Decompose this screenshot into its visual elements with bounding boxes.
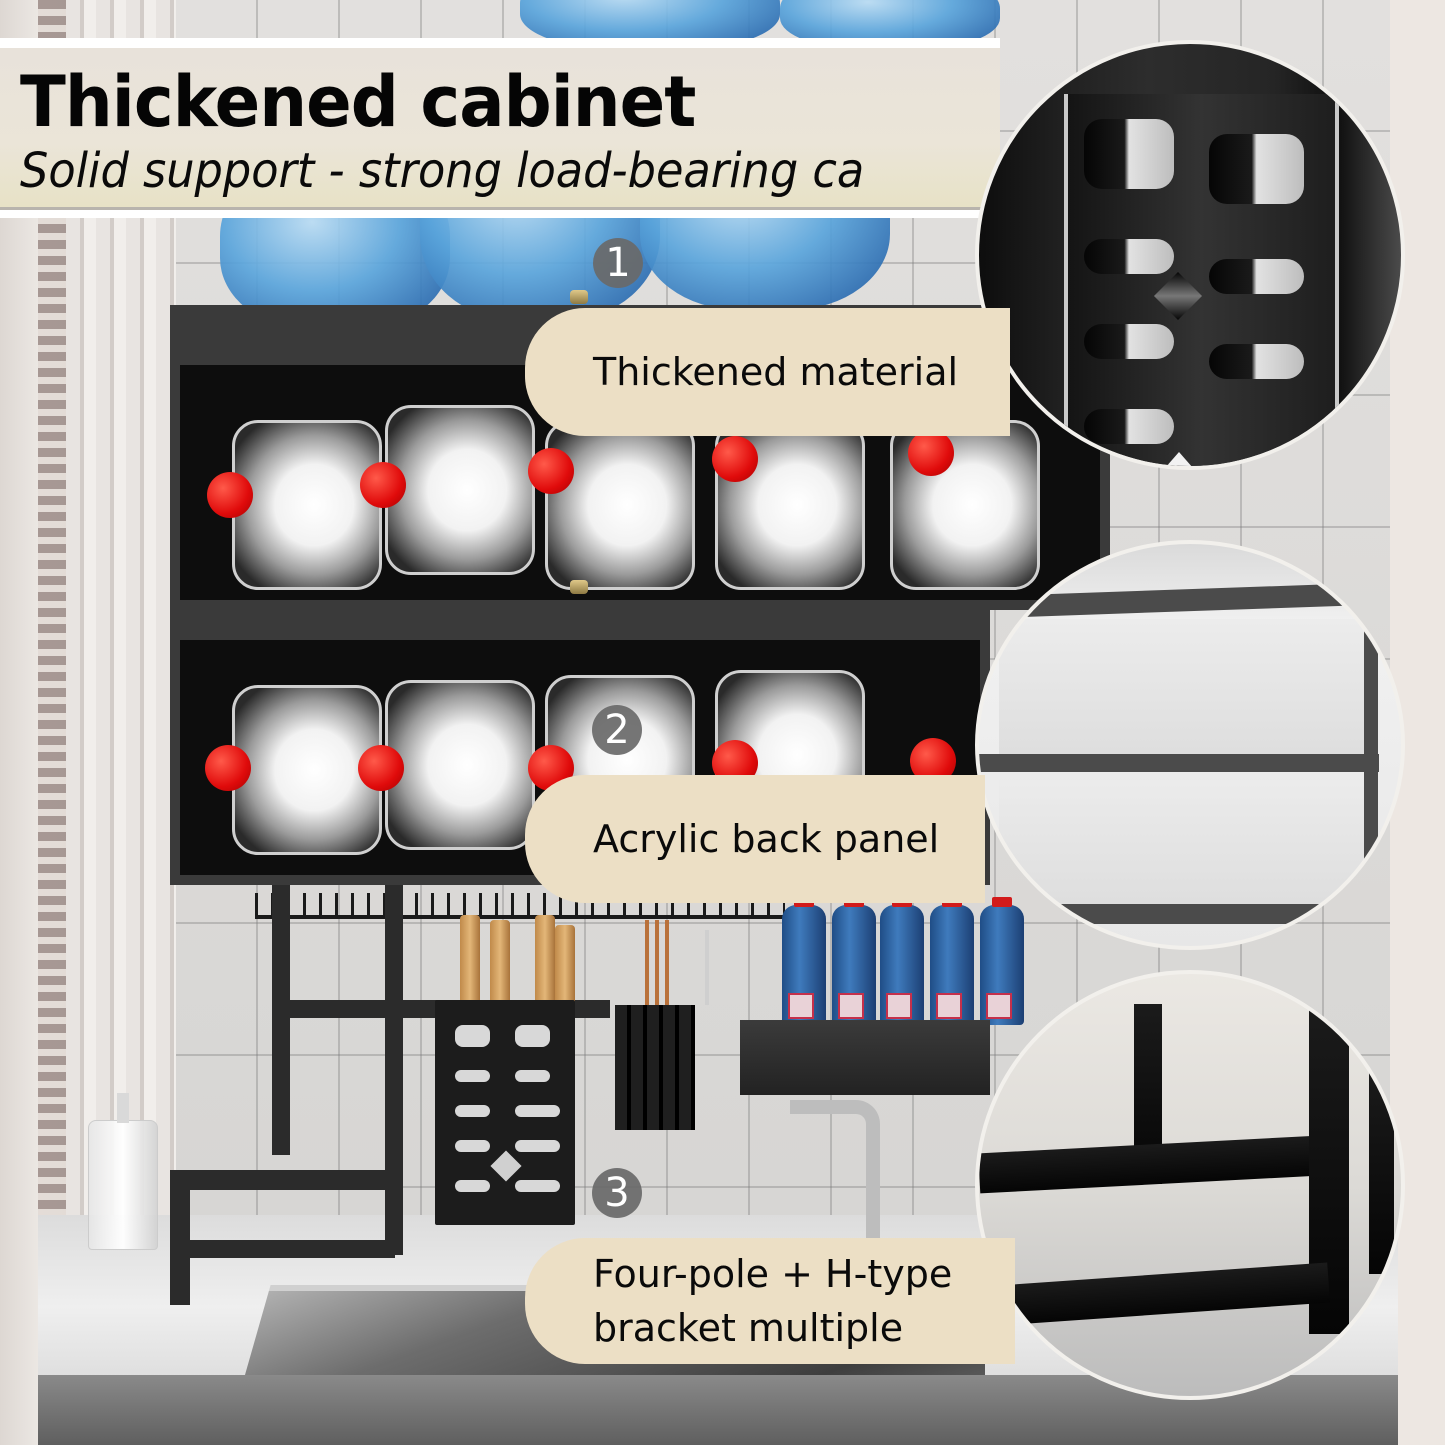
rack-crossbar [170,1170,400,1190]
knife-handle [535,915,555,1005]
small-water-bottle [980,897,1024,1025]
chopstick [645,920,649,1005]
chopstick [705,930,709,1005]
small-water-bottle [832,897,876,1025]
header-banner: Thickened cabinet Solid support - strong… [0,38,1000,218]
feature-number-badge-2: 2 [592,705,642,755]
soap-dispenser [88,1093,158,1250]
bottle-shelf [740,1020,990,1095]
small-water-bottle [930,897,974,1025]
utensil-holder [615,1005,695,1130]
feature-label-1: Thickened material [593,350,959,394]
knife-block [435,1000,575,1225]
arrow-icon [1165,452,1193,466]
chopstick [655,920,659,1005]
small-water-bottle [782,897,826,1025]
water-bottle [890,420,1040,590]
bottle-cap [908,430,954,476]
rack-leg [170,1170,190,1305]
feature-label-3-line2: bracket multiple [593,1306,904,1350]
water-bottle [715,420,865,590]
banner-subtitle: Solid support - strong load-bearing ca [20,143,865,199]
window-blinds [38,0,66,1445]
bottle-cap [205,745,251,791]
knife-handle [555,925,575,1005]
feature-number-badge-3: 3 [592,1168,642,1218]
inset-h-bracket-closeup [975,970,1405,1400]
water-bottle [545,420,695,590]
bottle-cap [358,745,404,791]
bottle-cap [207,472,253,518]
feature-callout-2: Acrylic back panel [525,775,985,903]
knife-handle [490,920,510,1005]
rack-leg [385,885,403,1255]
bottle-cap [528,448,574,494]
shelf-knob [570,290,588,304]
chopstick [665,920,669,1005]
water-bottle [385,405,535,575]
small-water-bottle [880,897,924,1025]
feature-number-badge-1: 1 [593,238,643,288]
water-bottle [232,420,382,590]
shelf-knob [570,580,588,594]
rack-leg [272,885,290,1155]
banner-title: Thickened cabinet [20,61,696,143]
bottle-cap [360,462,406,508]
knife-handle [460,915,480,1005]
feature-label-3-line1: Four-pole + H-type [593,1252,953,1296]
feature-callout-1: Thickened material [525,308,1010,436]
feature-callout-3: Four-pole + H-type bracket multiple [525,1238,1015,1364]
bottle-cap [712,436,758,482]
feature-label-2: Acrylic back panel [593,817,940,861]
inset-knife-holder-closeup [975,40,1405,470]
inset-acrylic-panel-closeup [975,540,1405,950]
water-bottle [385,680,535,850]
rack-crossbar [185,1240,395,1258]
